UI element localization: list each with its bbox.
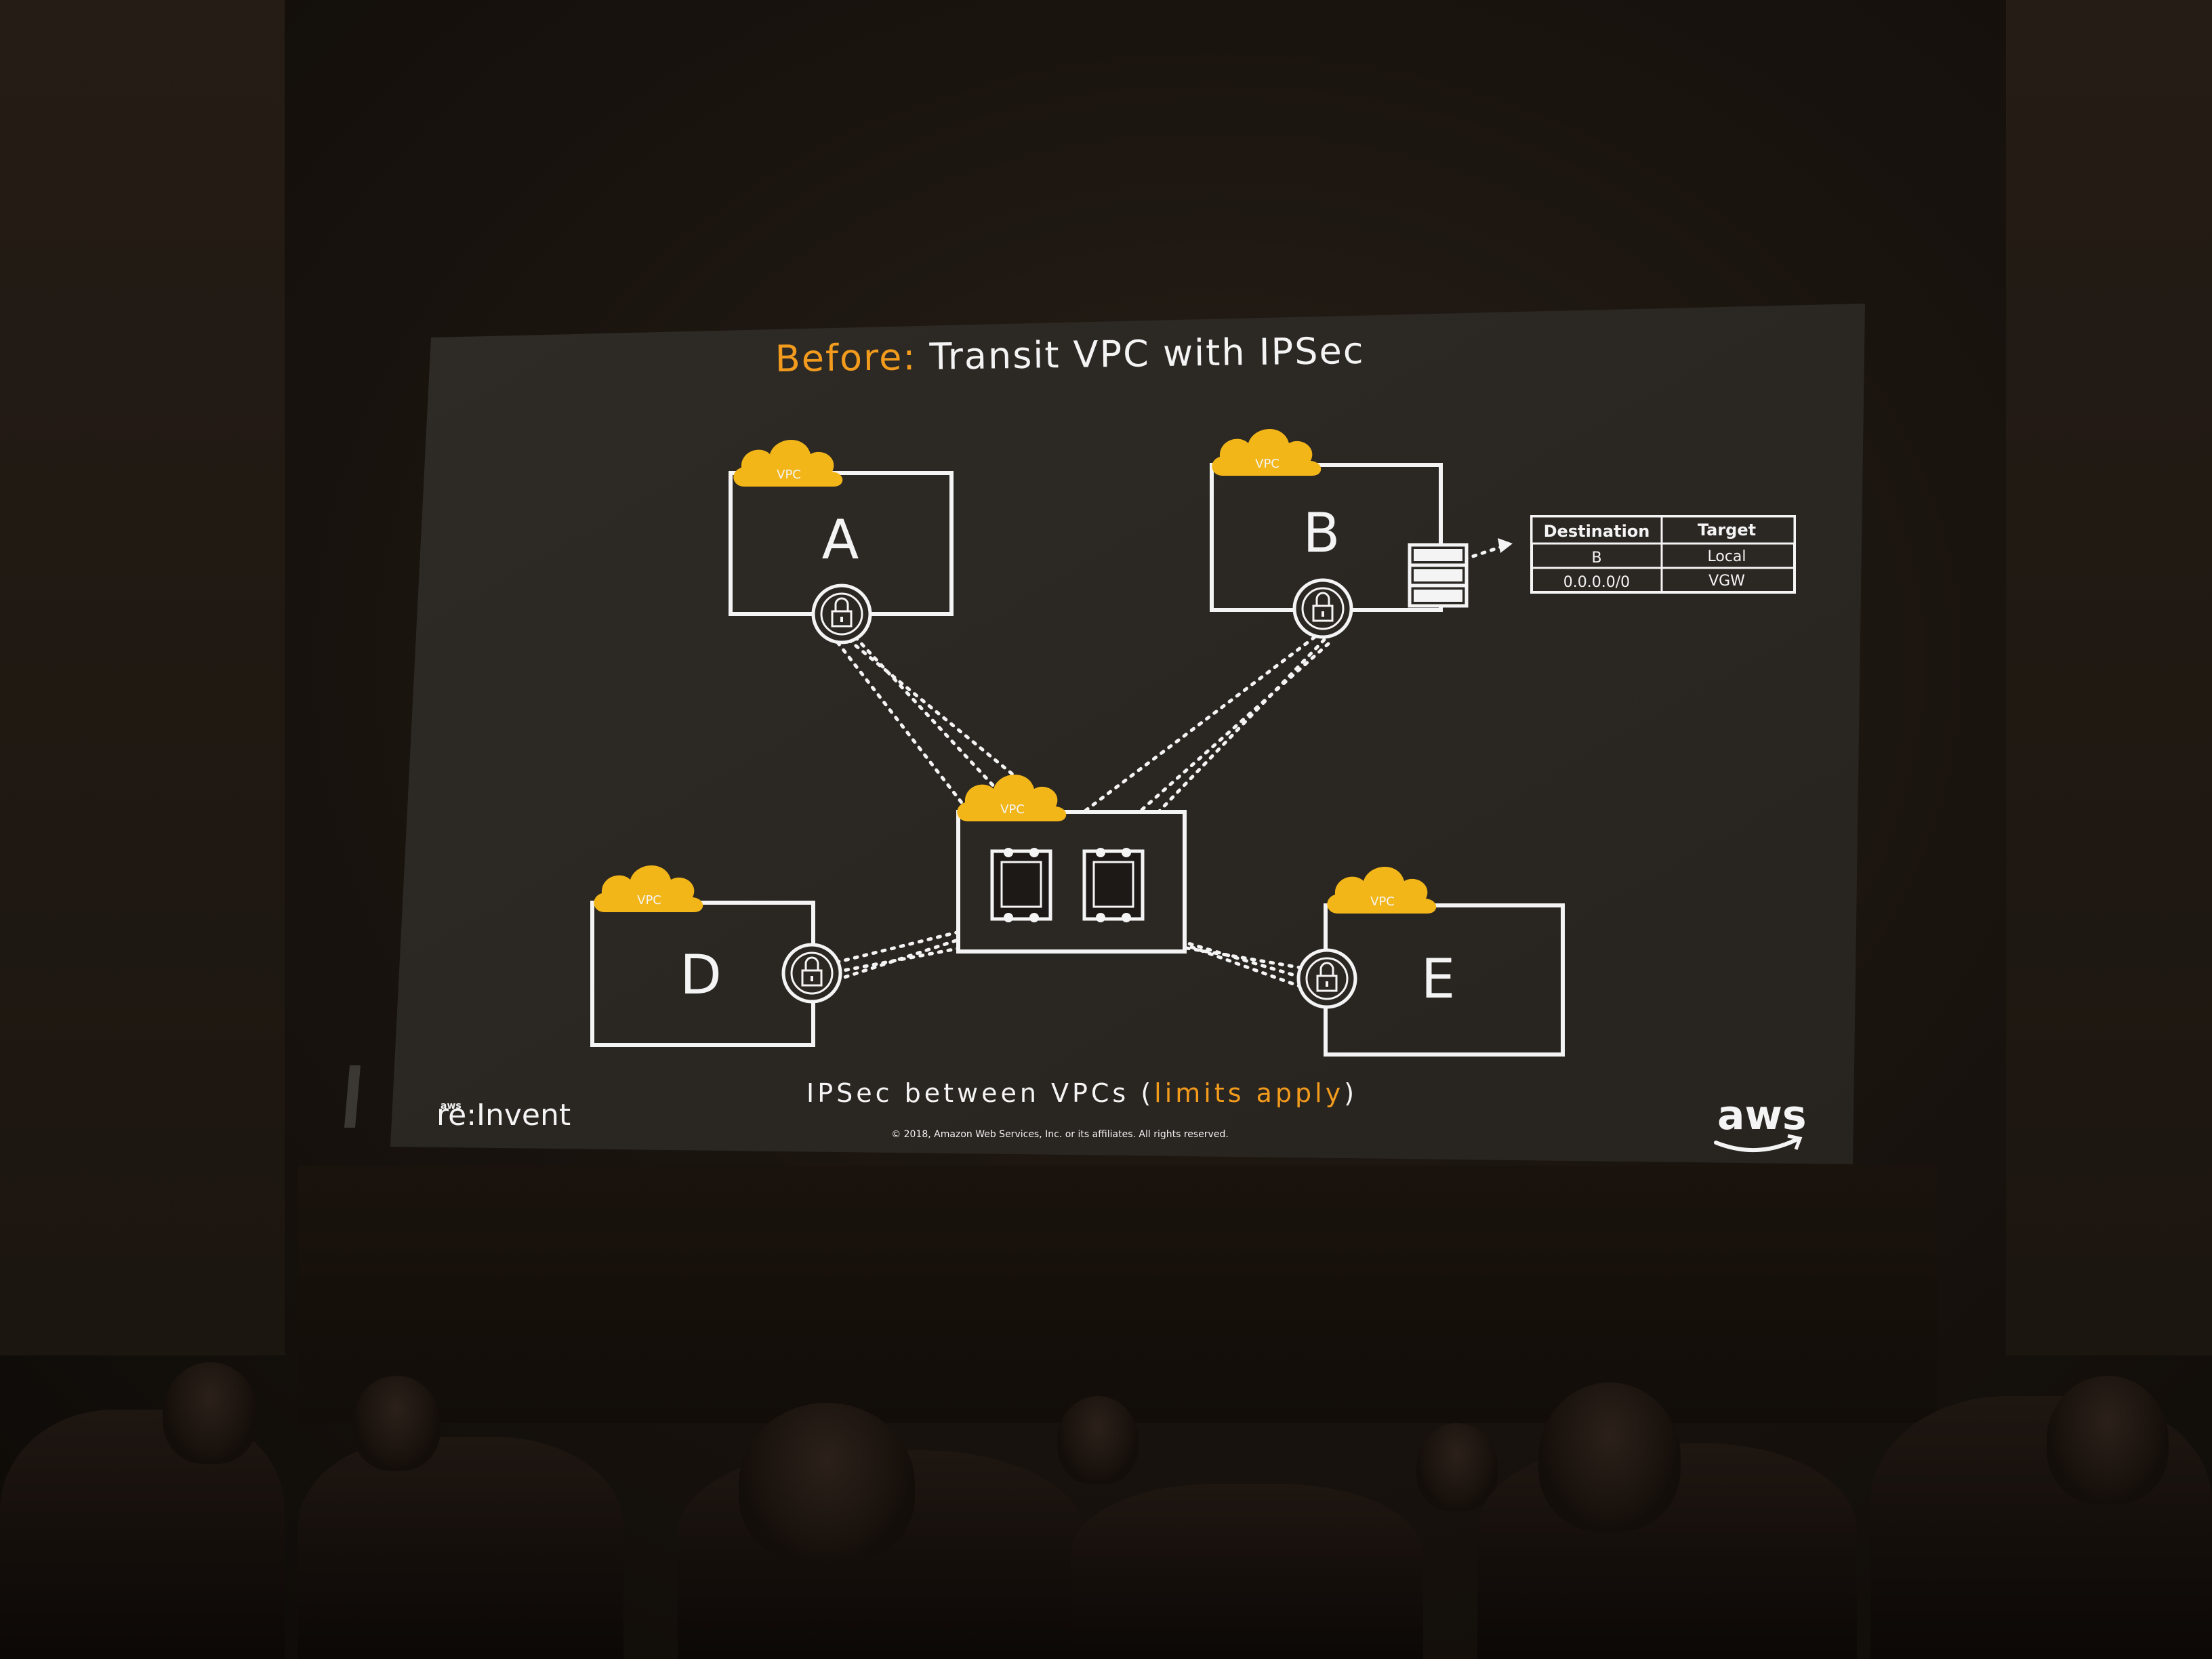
vpc-e: VPC E — [1298, 866, 1565, 1057]
audience-member — [163, 1362, 258, 1464]
slide-title: Before: Transit VPC with IPSec — [775, 329, 1365, 380]
vpc-label-d: D — [680, 943, 722, 1006]
vpc-label-b: B — [1303, 501, 1340, 565]
vpc-a: VPC A — [729, 439, 954, 642]
subtitle-highlight: limits apply — [1154, 1078, 1344, 1108]
title-prefix: Before: — [775, 335, 917, 380]
brand-smile-arrow — [1787, 1134, 1803, 1150]
audience-member — [1538, 1382, 1681, 1532]
vpc-badge-d: VPC — [637, 893, 661, 907]
vpc-label-e: E — [1421, 947, 1456, 1010]
event-logo-small: aws — [441, 1101, 462, 1111]
route-table-cell: VGW — [1708, 573, 1745, 590]
subtitle-close: ) — [1344, 1078, 1357, 1108]
vpc-badge-transit: VPC — [1000, 802, 1025, 817]
brand-smile-icon — [1714, 1138, 1798, 1152]
vpc-b: VPC B — [1210, 428, 1469, 637]
route-table-header-target: Target — [1698, 520, 1756, 539]
audience-member — [739, 1403, 915, 1565]
vpc-badge-a: VPC — [777, 468, 801, 482]
slide-subtitle: IPSec between VPCs (limits apply) — [806, 1078, 1357, 1108]
stage-skirt — [298, 1166, 1938, 1423]
router-icon — [990, 848, 1052, 922]
screen-left-strip — [344, 1065, 361, 1128]
vpc-label-a: A — [822, 508, 859, 571]
slide-background — [390, 304, 1865, 1164]
copyright-notice: © 2018, Amazon Web Services, Inc. or its… — [891, 1129, 1229, 1140]
audience-member — [298, 1437, 623, 1659]
route-table: Destination Target B Local 0.0.0.0/0 VGW — [1530, 515, 1796, 594]
lock-icon — [1298, 950, 1355, 1007]
route-table-header-destination: Destination — [1544, 522, 1650, 541]
lock-icon — [1294, 580, 1351, 637]
audience-member — [1057, 1396, 1139, 1484]
route-table-icon — [1408, 543, 1469, 608]
router-icon — [1082, 848, 1145, 922]
route-table-cell: 0.0.0.0/0 — [1563, 574, 1630, 591]
route-table-cell: Local — [1707, 548, 1746, 565]
right-wall-panel — [2006, 0, 2212, 1355]
arrow-head — [1498, 538, 1513, 553]
vpc-badge-e: VPC — [1370, 895, 1395, 909]
brand-logo-text: aws — [1717, 1092, 1807, 1139]
event-logo: re:Invent — [436, 1098, 571, 1132]
vpc-d: VPC D — [590, 865, 840, 1047]
audience-member — [2047, 1376, 2169, 1504]
route-table-cell: B — [1591, 550, 1601, 567]
audience-member — [352, 1376, 441, 1471]
title-rest: Transit VPC with IPSec — [916, 329, 1365, 378]
left-wall-panel — [0, 0, 285, 1355]
vpc-badge-b: VPC — [1255, 457, 1279, 471]
lock-icon — [813, 586, 870, 642]
audience-member — [1071, 1484, 1423, 1659]
transit-vpc: VPC — [956, 774, 1187, 954]
lock-icon — [783, 945, 840, 1002]
subtitle-main: IPSec between VPCs ( — [806, 1078, 1154, 1108]
audience-member — [1416, 1423, 1498, 1511]
